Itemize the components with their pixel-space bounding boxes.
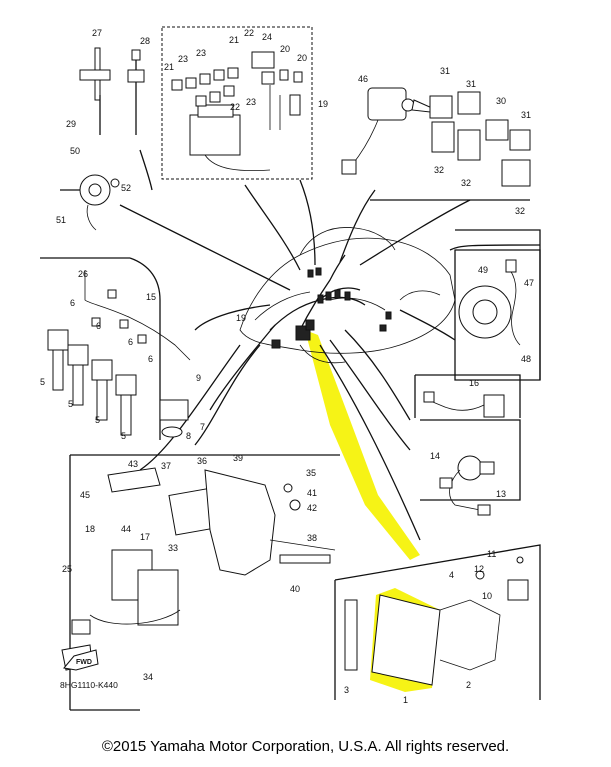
callout-label: 40: [290, 584, 300, 594]
callout-label: 23: [246, 97, 256, 107]
callout-label: 29: [66, 119, 76, 129]
callout-label: 19: [318, 99, 328, 109]
callout-label: 11: [487, 549, 496, 559]
callout-label: 22: [244, 28, 254, 38]
lower-electrical-group: [61, 467, 336, 671]
callout-label: 25: [62, 564, 72, 574]
callout-label: 15: [146, 292, 156, 302]
callout-label: 18: [85, 524, 95, 534]
diagram-code: 8HG1110-K440: [60, 680, 118, 690]
callout-label: 31: [521, 110, 531, 120]
fuse-box-parts: [171, 51, 303, 172]
callout-label: 23: [196, 48, 206, 58]
leader-lines: [119, 179, 471, 541]
callout-label: 34: [143, 672, 153, 682]
callout-labels: 1 2 3 4 5 5 5 5 6 6 6 6 7 8 9 10 11 12 1…: [40, 28, 534, 705]
callout-label: 21: [229, 35, 239, 45]
callout-label: 47: [524, 278, 534, 288]
callout-label: 5: [95, 415, 100, 425]
callout-label: 10: [482, 591, 492, 601]
callout-label: 36: [197, 456, 207, 466]
callout-label: 48: [521, 354, 531, 364]
fuse-box-group-frame: [161, 26, 313, 180]
sensor-13-group: [439, 455, 495, 516]
callout-label: 27: [92, 28, 102, 38]
callout-label: 32: [434, 165, 444, 175]
callout-label: 4: [449, 570, 454, 580]
callout-label: 51: [56, 215, 66, 225]
callout-label: 50: [70, 146, 80, 156]
callout-label: 16: [469, 378, 479, 388]
callout-label: 6: [128, 337, 133, 347]
callout-label: 42: [307, 503, 317, 513]
callout-label: 20: [280, 44, 290, 54]
fwd-label: FWD: [76, 659, 92, 666]
callout-label: 6: [96, 321, 101, 331]
callout-label: 5: [68, 399, 73, 409]
callout-label: 7: [200, 422, 205, 432]
callout-label: 24: [262, 32, 272, 42]
callout-label: 43: [128, 459, 138, 469]
callout-label: 41: [307, 488, 317, 498]
callout-label: 39: [233, 453, 243, 463]
main-switch-group: [341, 87, 433, 175]
callout-label: 17: [140, 532, 150, 542]
ignition-coils-group: [47, 270, 191, 438]
central-harness-frame: [239, 227, 456, 364]
callout-label: 44: [121, 524, 131, 534]
copyright-notice: ©2015 Yamaha Motor Corporation, U.S.A. A…: [101, 738, 510, 755]
callout-label: 52: [121, 183, 131, 193]
callout-label: 31: [466, 79, 476, 89]
callout-label: 5: [121, 431, 126, 441]
callout-label: 30: [496, 96, 506, 106]
callout-label: 6: [70, 298, 75, 308]
callout-label: 26: [78, 269, 88, 279]
callout-label: 23: [178, 54, 188, 64]
callout-label: 1: [403, 695, 408, 705]
callout-label: 8: [186, 431, 191, 441]
callout-label: 21: [164, 62, 174, 72]
callout-label: 3: [344, 685, 349, 695]
callout-label: 19: [236, 313, 246, 323]
callout-label: 28: [140, 36, 150, 46]
callout-label: 6: [148, 354, 153, 364]
callout-label: 49: [478, 265, 488, 275]
relays-group: [429, 91, 531, 187]
callout-label: 35: [306, 468, 316, 478]
highlight-streak: [305, 330, 420, 560]
ecu-group: [344, 556, 529, 686]
callout-label: 20: [297, 53, 307, 63]
forward-arrow: FWD: [63, 649, 99, 671]
callout-label: 38: [307, 533, 317, 543]
callout-label: 32: [461, 178, 471, 188]
callout-label: 5: [40, 377, 45, 387]
sensor-16-group: [423, 391, 505, 418]
wheel-sensor-group: [458, 259, 521, 346]
sensor-50-group: [60, 174, 120, 231]
callout-label: 12: [474, 564, 484, 574]
callout-label: 33: [168, 543, 178, 553]
callout-label: 22: [230, 102, 240, 112]
callout-label: 31: [440, 66, 450, 76]
callout-label: 13: [496, 489, 506, 499]
callout-label: 9: [196, 373, 201, 383]
callout-label: 45: [80, 490, 90, 500]
callout-label: 32: [515, 206, 525, 216]
callout-label: 46: [358, 74, 368, 84]
group-frames: [40, 149, 541, 711]
callout-label: 14: [430, 451, 440, 461]
callout-label: 37: [161, 461, 171, 471]
callout-label: 2: [466, 680, 471, 690]
cable-ties-group: [79, 47, 145, 135]
